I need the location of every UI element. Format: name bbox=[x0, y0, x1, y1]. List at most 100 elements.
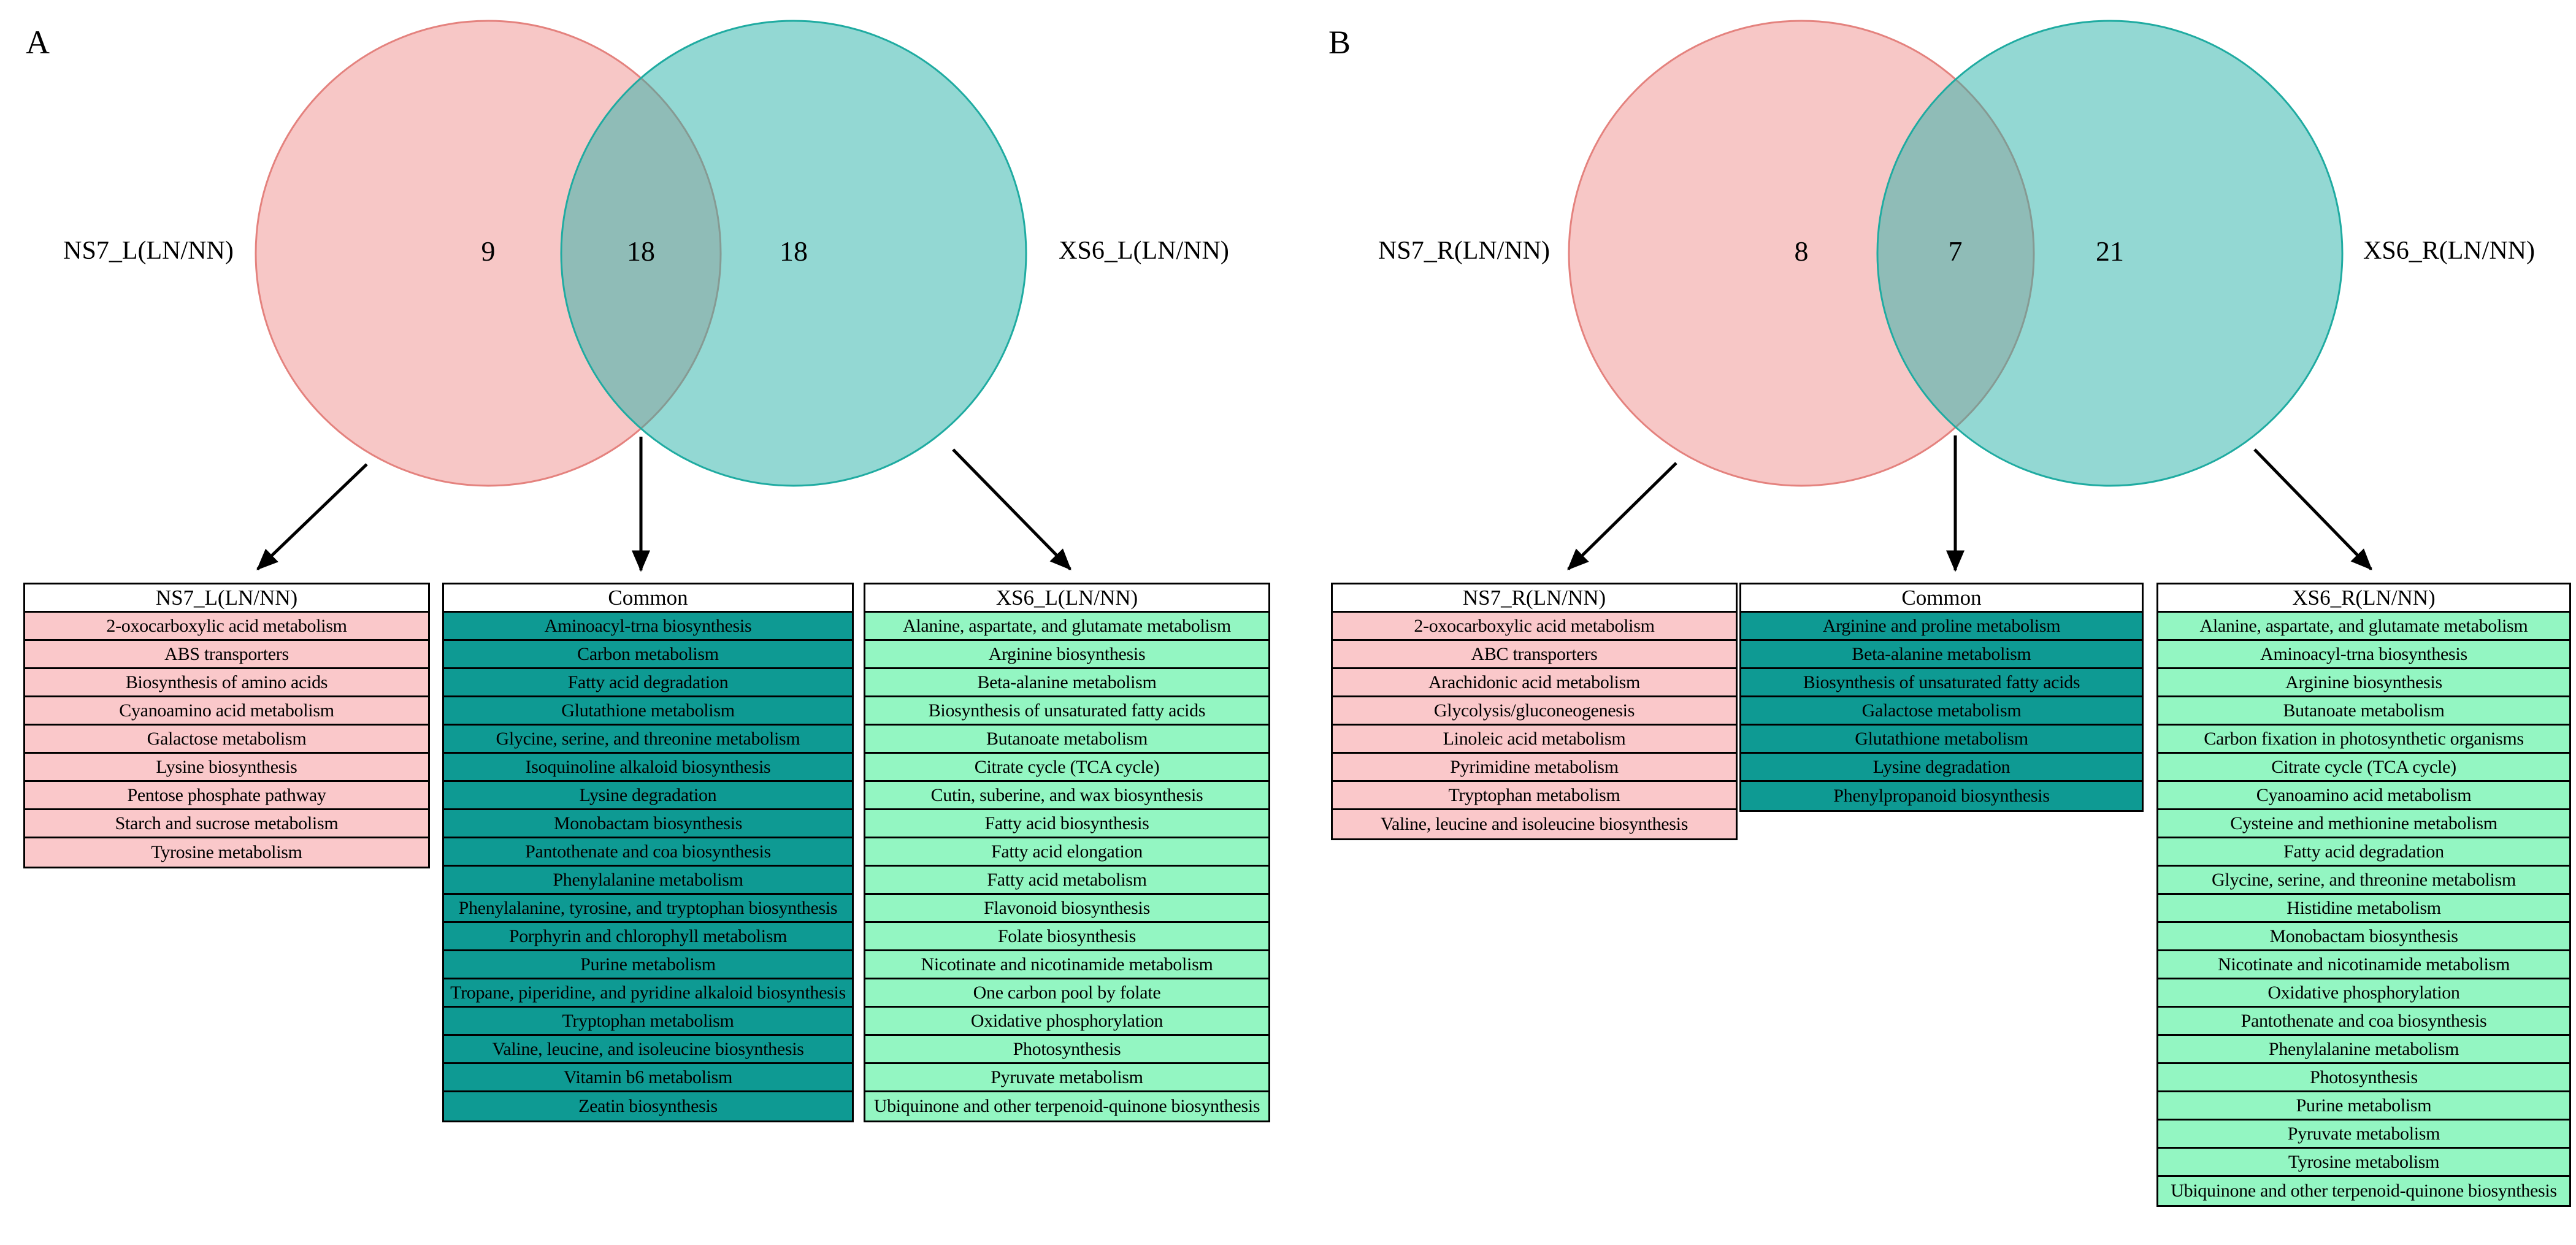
table-row: Tyrosine metabolism bbox=[2158, 1149, 2569, 1177]
table-row: Ubiquinone and other terpenoid-quinone b… bbox=[2158, 1177, 2569, 1205]
table-row: Flavonoid biosynthesis bbox=[865, 895, 1268, 923]
table-b-ns7: NS7_R(LN/NN) 2-oxocarboxylic acid metabo… bbox=[1331, 583, 1738, 840]
table-row: Biosynthesis of unsaturated fatty acids bbox=[1741, 669, 2142, 697]
table-row: Folate biosynthesis bbox=[865, 923, 1268, 951]
table-row: Biosynthesis of unsaturated fatty acids bbox=[865, 697, 1268, 726]
table-row: Histidine metabolism bbox=[2158, 895, 2569, 923]
table-b-xs6: XS6_R(LN/NN) Alanine, aspartate, and glu… bbox=[2156, 583, 2571, 1207]
table-row: Beta-alanine metabolism bbox=[865, 669, 1268, 697]
table-row: Ubiquinone and other terpenoid-quinone b… bbox=[865, 1092, 1268, 1120]
table-row: ABS transporters bbox=[25, 641, 428, 669]
table-header: NS7_R(LN/NN) bbox=[1333, 584, 1736, 613]
venn-a-right-label: XS6_L(LN/NN) bbox=[1059, 237, 1229, 265]
table-row: Phenylpropanoid biosynthesis bbox=[1741, 782, 2142, 810]
table-row: Citrate cycle (TCA cycle) bbox=[865, 754, 1268, 782]
arrow-b-left bbox=[1567, 462, 1677, 570]
venn-b-left-label: NS7_R(LN/NN) bbox=[1378, 237, 1550, 265]
table-row: Isoquinoline alkaloid biosynthesis bbox=[444, 754, 852, 782]
table-row: Arachidonic acid metabolism bbox=[1333, 669, 1736, 697]
table-row: Phenylalanine, tyrosine, and tryptophan … bbox=[444, 895, 852, 923]
table-row: Fatty acid metabolism bbox=[865, 867, 1268, 895]
table-row: Vitamin b6 metabolism bbox=[444, 1064, 852, 1092]
table-row: Carbon metabolism bbox=[444, 641, 852, 669]
table-row: Galactose metabolism bbox=[25, 726, 428, 754]
table-a-xs6: XS6_L(LN/NN) Alanine, aspartate, and glu… bbox=[864, 583, 1270, 1122]
table-row: Oxidative phosphorylation bbox=[2158, 979, 2569, 1008]
table-row: Photosynthesis bbox=[2158, 1064, 2569, 1092]
table-row: Arginine and proline metabolism bbox=[1741, 613, 2142, 641]
table-row: Alanine, aspartate, and glutamate metabo… bbox=[2158, 613, 2569, 641]
table-row: Tropane, piperidine, and pyridine alkalo… bbox=[444, 979, 852, 1008]
venn-b-left-count: 8 bbox=[1794, 236, 1809, 267]
arrow-a-right bbox=[952, 448, 1071, 570]
table-row: Alanine, aspartate, and glutamate metabo… bbox=[865, 613, 1268, 641]
table-row: Monobactam biosynthesis bbox=[2158, 923, 2569, 951]
table-row: Galactose metabolism bbox=[1741, 697, 2142, 726]
table-row: Lysine degradation bbox=[444, 782, 852, 810]
table-row: Valine, leucine and isoleucine biosynthe… bbox=[1333, 810, 1736, 838]
table-row: Monobactam biosynthesis bbox=[444, 810, 852, 838]
table-row: Cutin, suberine, and wax biosynthesis bbox=[865, 782, 1268, 810]
table-header: NS7_L(LN/NN) bbox=[25, 584, 428, 613]
table-row: Purine metabolism bbox=[2158, 1092, 2569, 1120]
table-row: Cyanoamino acid metabolism bbox=[2158, 782, 2569, 810]
table-row: Photosynthesis bbox=[865, 1036, 1268, 1064]
table-row: Starch and sucrose metabolism bbox=[25, 810, 428, 838]
table-row: Tryptophan metabolism bbox=[444, 1008, 852, 1036]
table-row: Pantothenate and coa biosynthesis bbox=[2158, 1008, 2569, 1036]
table-row: Pantothenate and coa biosynthesis bbox=[444, 838, 852, 867]
table-row: Pyruvate metabolism bbox=[2158, 1120, 2569, 1149]
table-row: Aminoacyl-trna biosynthesis bbox=[2158, 641, 2569, 669]
table-row: Pyrimidine metabolism bbox=[1333, 754, 1736, 782]
venn-a-right-circle bbox=[560, 20, 1027, 487]
table-row: Beta-alanine metabolism bbox=[1741, 641, 2142, 669]
table-row: Aminoacyl-trna biosynthesis bbox=[444, 613, 852, 641]
table-row: Nicotinate and nicotinamide metabolism bbox=[865, 951, 1268, 979]
table-a-ns7: NS7_L(LN/NN) 2-oxocarboxylic acid metabo… bbox=[23, 583, 430, 868]
panel-a-label: A bbox=[26, 24, 50, 61]
panel-b-label: B bbox=[1328, 24, 1351, 61]
table-row: One carbon pool by folate bbox=[865, 979, 1268, 1008]
table-body: Alanine, aspartate, and glutamate metabo… bbox=[2158, 613, 2569, 1205]
table-row: Fatty acid degradation bbox=[444, 669, 852, 697]
venn-b-right-circle bbox=[1876, 20, 2344, 487]
venn-a-overlap-count: 18 bbox=[627, 236, 655, 267]
table-row: Lysine degradation bbox=[1741, 754, 2142, 782]
table-row: Phenylalanine metabolism bbox=[444, 867, 852, 895]
table-row: Fatty acid degradation bbox=[2158, 838, 2569, 867]
table-row: 2-oxocarboxylic acid metabolism bbox=[1333, 613, 1736, 641]
table-row: 2-oxocarboxylic acid metabolism bbox=[25, 613, 428, 641]
table-row: Fatty acid biosynthesis bbox=[865, 810, 1268, 838]
table-row: Glycolysis/gluconeogenesis bbox=[1333, 697, 1736, 726]
venn-a-left-count: 9 bbox=[481, 236, 496, 267]
table-row: Biosynthesis of amino acids bbox=[25, 669, 428, 697]
table-row: Linoleic acid metabolism bbox=[1333, 726, 1736, 754]
table-row: Glutathione metabolism bbox=[1741, 726, 2142, 754]
table-row: Glycine, serine, and threonine metabolis… bbox=[2158, 867, 2569, 895]
table-header: Common bbox=[1741, 584, 2142, 613]
table-row: Cyanoamino acid metabolism bbox=[25, 697, 428, 726]
table-row: Oxidative phosphorylation bbox=[865, 1008, 1268, 1036]
venn-b-right-count: 21 bbox=[2096, 236, 2124, 267]
table-header: XS6_L(LN/NN) bbox=[865, 584, 1268, 613]
table-row: Fatty acid elongation bbox=[865, 838, 1268, 867]
table-row: Glutathione metabolism bbox=[444, 697, 852, 726]
table-row: Arginine biosynthesis bbox=[2158, 669, 2569, 697]
table-row: ABC transporters bbox=[1333, 641, 1736, 669]
venn-a-right-count: 18 bbox=[780, 236, 808, 267]
table-row: Glycine, serine, and threonine metabolis… bbox=[444, 726, 852, 754]
table-body: Alanine, aspartate, and glutamate metabo… bbox=[865, 613, 1268, 1120]
table-row: Cysteine and methionine metabolism bbox=[2158, 810, 2569, 838]
table-row: Pentose phosphate pathway bbox=[25, 782, 428, 810]
arrow-b-right bbox=[2253, 448, 2372, 570]
venn-b-overlap-count: 7 bbox=[1948, 236, 1963, 267]
table-row: Purine metabolism bbox=[444, 951, 852, 979]
table-header: Common bbox=[444, 584, 852, 613]
